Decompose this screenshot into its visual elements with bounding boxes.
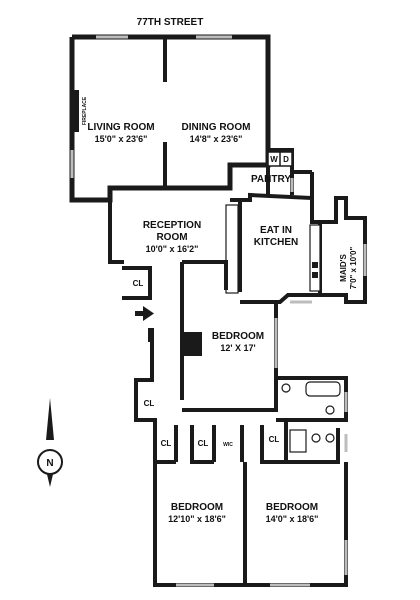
kitchen-name-line1: EAT IN xyxy=(260,225,292,236)
reception-dims: 10'0" x 16'2" xyxy=(146,244,199,254)
bedroom-left-name: BEDROOM xyxy=(171,502,223,513)
reception-name-line1: RECEPTION xyxy=(143,220,201,231)
closet-entry-walls xyxy=(122,266,152,300)
fireplace-icon xyxy=(70,90,79,132)
bedroom-right-dims: 14'0" x 18'6" xyxy=(266,514,319,524)
closet-label-entry: CL xyxy=(133,279,144,288)
closet-label-mid: CL xyxy=(198,439,209,448)
toilet-icon xyxy=(281,383,291,393)
closet-label-hall: CL xyxy=(144,399,155,408)
kitchen-counter xyxy=(309,224,321,292)
bedroom-center-name: BEDROOM xyxy=(212,331,264,342)
street-label: 77TH STREET xyxy=(137,17,204,28)
entry-arrow-icon xyxy=(135,306,154,321)
bathtub-icon xyxy=(305,381,341,397)
dining-room-dims: 14'8" x 23'6" xyxy=(190,134,243,144)
reception-name-line2: ROOM xyxy=(156,232,187,243)
closet-label-right: CL xyxy=(269,435,280,444)
kitchen-island xyxy=(225,204,239,294)
bath-lower-walls xyxy=(284,420,340,464)
toilet-lower-icon xyxy=(311,433,321,443)
lower-bedrooms-walls xyxy=(153,462,348,587)
shower-icon xyxy=(289,429,307,453)
pantry-name: PANTRY xyxy=(251,174,291,185)
center-bedroom-column xyxy=(182,332,202,356)
wic-label: WIC xyxy=(223,442,233,448)
dining-room-name: DINING ROOM xyxy=(182,122,251,133)
living-dining-walls xyxy=(69,34,271,203)
maids-name: MAID'S xyxy=(339,254,348,282)
north-compass-icon xyxy=(37,398,63,487)
entry-door-jamb xyxy=(148,328,154,342)
kitchen-name-line2: KITCHEN xyxy=(254,237,298,248)
closets-row-walls xyxy=(153,425,286,464)
washer-label: W xyxy=(270,155,278,164)
maids-dims: 7'0" x 10'0" xyxy=(349,247,358,290)
living-room-name: LIVING ROOM xyxy=(87,122,154,133)
bedroom-center-dims: 12' X 17' xyxy=(220,343,255,353)
sink-icon xyxy=(325,405,335,415)
stove-icon xyxy=(312,262,318,278)
west-hall-walls xyxy=(134,342,157,440)
fireplace-label: FIREPLACE xyxy=(82,96,88,125)
dryer-label: D xyxy=(283,155,289,164)
bedroom-left-dims: 12'10" x 18'6" xyxy=(168,514,226,524)
bedroom-right-name: BEDROOM xyxy=(266,502,318,513)
closet-label-left: CL xyxy=(161,439,172,448)
living-room-dims: 15'0" x 23'6" xyxy=(95,134,148,144)
compass-label: N xyxy=(46,458,53,469)
sink-lower-icon xyxy=(325,433,335,443)
kitchen-walls xyxy=(230,192,367,304)
